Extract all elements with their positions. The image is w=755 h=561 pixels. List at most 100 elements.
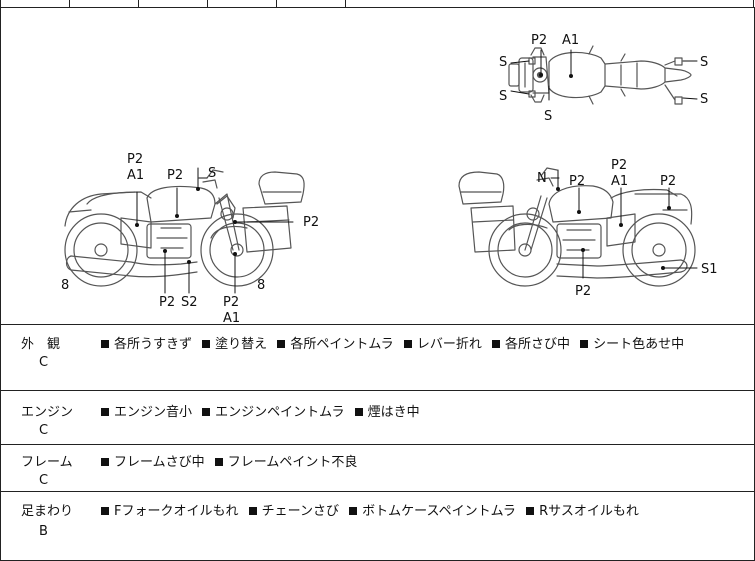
- left-label-p2-tank: P2: [167, 168, 183, 183]
- section-grade: B: [39, 524, 48, 539]
- left-label-s2-bottom: S2: [181, 295, 198, 310]
- header-cell: [0, 0, 1, 7]
- header-cell: [345, 0, 346, 7]
- bullet-square-icon: [101, 340, 109, 348]
- bullet-square-icon: [101, 507, 109, 515]
- left-side-motorcycle: [64, 169, 305, 287]
- header-cell: [753, 0, 754, 7]
- bullet-square-icon: [403, 340, 412, 348]
- note-item: チェーンさび: [248, 504, 339, 519]
- top-label-s-front-right: S: [499, 89, 507, 104]
- section-category: 外 観: [21, 337, 61, 352]
- section-category: フレーム: [21, 455, 73, 470]
- right-side-motorcycle: [458, 167, 696, 287]
- note-item: フレームさび中: [101, 455, 205, 470]
- right-label-p2-bottom: P2: [575, 284, 591, 299]
- bullet-square-icon: [101, 408, 109, 416]
- right-label-p2-mid: P2: [611, 158, 627, 173]
- bullet-square-icon: [101, 458, 109, 466]
- header-cell: [138, 0, 139, 7]
- right-label-p2-tank: P2: [569, 174, 585, 189]
- left-side-leaders: [135, 167, 294, 294]
- right-side-leaders: [550, 169, 698, 279]
- left-label-p2-bottom-2: P2: [223, 295, 239, 310]
- top-view-motorcycle: [508, 45, 692, 105]
- motorcycle-diagrams: P2 A1 S S S S S P2 A1 P2 S P2 8 8 P2: [61, 33, 718, 324]
- note-item: ボトムケースペイントムラ: [349, 504, 516, 519]
- left-label-a1-top: A1: [127, 168, 144, 183]
- top-label-s-front-left: S: [499, 55, 507, 70]
- note-text: シート色あせ中: [593, 337, 685, 352]
- section-category: エンジン: [21, 405, 74, 420]
- header-table-strip: [0, 0, 755, 7]
- left-label-a1-bottom: A1: [223, 311, 240, 324]
- note-item: Rサスオイルもれ: [526, 504, 639, 519]
- header-cell: [276, 0, 277, 7]
- section-engine: エンジン C エンジン音小 エンジンペイントムラ 煙はき中: [1, 391, 754, 445]
- bullet-square-icon: [202, 340, 211, 348]
- top-label-s-rear-right: S: [700, 92, 708, 107]
- bullet-square-icon: [580, 340, 589, 348]
- header-cell: [207, 0, 208, 7]
- header-cell: [69, 0, 70, 7]
- note-item: エンジンペイントムラ: [202, 405, 345, 420]
- section-notes: Fフォークオイルもれ チェーンさび ボトムケースペイントムラ Rサスオイルもれ: [101, 500, 645, 519]
- note-text: Fフォークオイルもれ: [114, 504, 239, 519]
- section-grade: C: [39, 473, 49, 488]
- note-text: 塗り替え: [215, 337, 268, 352]
- inspection-frame: P2 A1 S S S S S P2 A1 P2 S P2 8 8 P2: [0, 7, 755, 561]
- section-category: 足まわり: [21, 504, 74, 519]
- note-text: ボトムケースペイントムラ: [362, 504, 516, 519]
- bullet-square-icon: [491, 340, 500, 348]
- left-label-8-front: 8: [257, 278, 265, 293]
- bullet-square-icon: [354, 408, 363, 416]
- bullet-square-icon: [526, 507, 535, 515]
- section-notes: フレームさび中 フレームペイント不良: [101, 451, 363, 470]
- bullet-square-icon: [349, 507, 358, 515]
- note-text: フレームペイント不良: [227, 455, 358, 470]
- section-notes: 各所うすきず 塗り替え 各所ペイントムラ レバー折れ 各所さび中 シート色あせ中: [101, 333, 690, 352]
- right-label-p2-rear: P2: [660, 174, 676, 189]
- motorcycle-diagram-area: P2 A1 S S S S S P2 A1 P2 S P2 8 8 P2: [1, 8, 754, 325]
- note-item: エンジン音小: [101, 405, 192, 420]
- left-label-s-top: S: [208, 166, 216, 181]
- note-text: フレームさび中: [114, 455, 205, 470]
- left-label-p2-side: P2: [303, 215, 319, 230]
- note-item: レバー折れ: [403, 337, 482, 352]
- section-exterior: 外 観 C 各所うすきず 塗り替え 各所ペイントムラ レバー折れ 各所さび中 シ…: [1, 325, 754, 391]
- right-label-n-top: N: [537, 171, 547, 186]
- note-text: エンジン音小: [114, 405, 193, 420]
- note-item: 各所さび中: [491, 337, 570, 352]
- note-item: Fフォークオイルもれ: [101, 504, 238, 519]
- note-text: エンジンペイントムラ: [215, 405, 345, 420]
- bullet-square-icon: [248, 507, 257, 515]
- top-label-a1: A1: [562, 33, 579, 48]
- note-text: Rサスオイルもれ: [539, 504, 639, 519]
- note-item: フレームペイント不良: [214, 455, 358, 470]
- note-text: 各所さび中: [504, 337, 570, 352]
- section-grade: C: [39, 355, 49, 370]
- left-label-p2-top: P2: [127, 152, 143, 167]
- note-text: チェーンさび: [261, 504, 339, 519]
- top-view-labels: P2 A1 S S S S S: [499, 33, 708, 124]
- left-view-labels: P2 A1 P2 S P2 8 8 P2 S2 P2 A1: [61, 152, 319, 324]
- note-text: 各所うすきず: [114, 337, 193, 352]
- section-frame: フレーム C フレームさび中 フレームペイント不良: [1, 445, 754, 492]
- note-text: 煙はき中: [367, 405, 420, 420]
- right-label-a1-mid: A1: [611, 174, 628, 189]
- note-item: 各所うすきず: [101, 337, 192, 352]
- note-text: 各所ペイントムラ: [290, 337, 394, 352]
- section-grade: C: [39, 423, 49, 438]
- top-label-s-rear-left: S: [700, 55, 708, 70]
- bullet-square-icon: [202, 408, 211, 416]
- top-label-p2: P2: [531, 33, 547, 48]
- bullet-square-icon: [214, 458, 223, 466]
- right-view-labels: N P2 P2 A1 P2 S1 P2: [537, 158, 718, 299]
- note-item: 煙はき中: [354, 405, 420, 420]
- top-view-leaders: [510, 49, 698, 101]
- bullet-square-icon: [277, 340, 286, 348]
- section-suspension: 足まわり B Fフォークオイルもれ チェーンさび ボトムケースペイントムラ Rサ…: [1, 492, 754, 560]
- note-item: 各所ペイントムラ: [277, 337, 394, 352]
- section-notes: エンジン音小 エンジンペイントムラ 煙はき中: [101, 401, 426, 420]
- left-label-p2-bottom-1: P2: [159, 295, 175, 310]
